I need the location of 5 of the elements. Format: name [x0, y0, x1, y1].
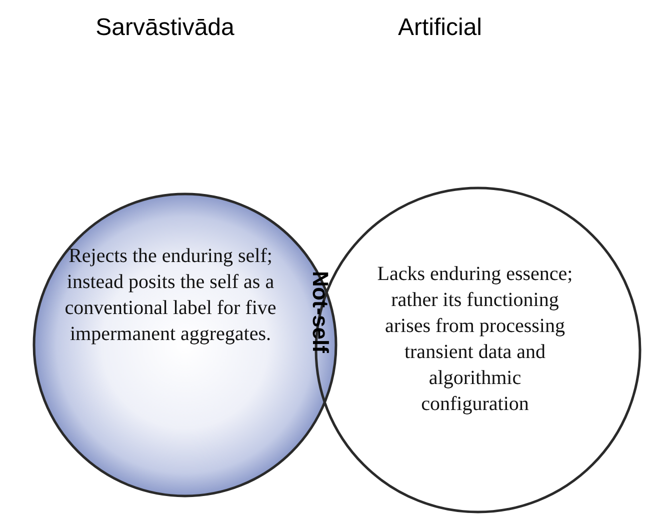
circle-text: Lacks enduring essence; rather its functioning arises from processing transient data and algorithmic configuration: [376, 262, 574, 417]
set-title: Sarvāstivāda: [96, 14, 234, 42]
circle-text: Rejects the enduring self; instead posits the self as a conventional label for five impermanent aggregates.: [64, 244, 278, 347]
intersection-label: Not-self: [307, 271, 333, 353]
set-title: Artificial: [398, 14, 482, 42]
